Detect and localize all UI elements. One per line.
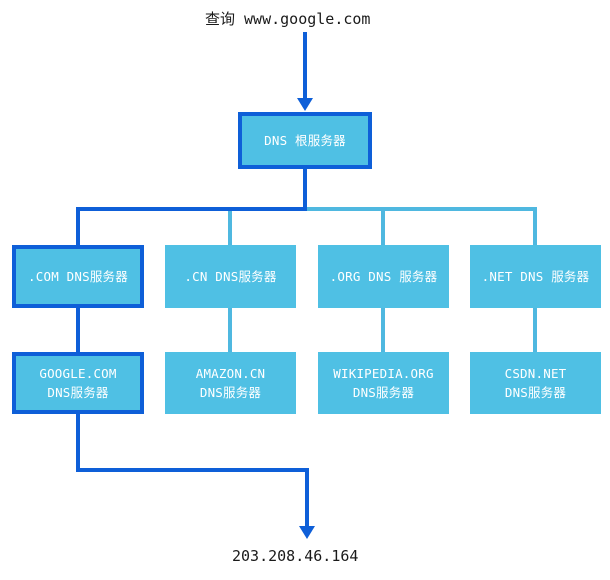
- node-label: .NET DNS 服务器: [481, 268, 590, 284]
- answer-path-down-left: [76, 414, 80, 472]
- drop-bus-to-org: [381, 207, 385, 247]
- query-arrow-head: [297, 98, 313, 111]
- result-ip-caption: 203.208.46.164: [232, 547, 359, 565]
- answer-arrow-head: [299, 526, 315, 539]
- drop-bus-to-com: [76, 207, 80, 247]
- node-label-line1: AMAZON.CN: [195, 365, 266, 381]
- node-auth-csdn-net[interactable]: CSDN.NET DNS服务器: [470, 352, 601, 414]
- node-tld-com[interactable]: .COM DNS服务器: [12, 245, 144, 308]
- root-stem: [303, 169, 307, 210]
- node-tld-net[interactable]: .NET DNS 服务器: [470, 245, 601, 308]
- node-label: .ORG DNS 服务器: [329, 268, 438, 284]
- node-label-line1: WIKIPEDIA.ORG: [333, 365, 434, 381]
- bus-light-right: [305, 207, 537, 211]
- link-com-to-google: [76, 308, 80, 354]
- node-auth-google-com[interactable]: GOOGLE.COM DNS服务器: [12, 352, 144, 414]
- link-net-to-csdn: [533, 308, 537, 354]
- node-label-line2: DNS服务器: [504, 385, 567, 400]
- node-label-line2: DNS服务器: [47, 385, 109, 400]
- drop-bus-to-cn: [228, 207, 232, 247]
- node-label-line1: GOOGLE.COM: [39, 365, 117, 381]
- node-label: .COM DNS服务器: [28, 268, 128, 284]
- node-label-line2: DNS服务器: [199, 385, 262, 400]
- query-arrow-shaft: [303, 32, 307, 100]
- node-label: DNS 根服务器: [264, 132, 346, 148]
- node-label-line2: DNS服务器: [352, 385, 415, 400]
- link-org-to-wikipedia: [381, 308, 385, 354]
- node-dns-root-server[interactable]: DNS 根服务器: [238, 112, 372, 169]
- node-tld-cn[interactable]: .CN DNS服务器: [165, 245, 296, 308]
- query-caption: 查询 www.google.com: [205, 10, 371, 28]
- node-tld-org[interactable]: .ORG DNS 服务器: [318, 245, 449, 308]
- answer-path-down-right: [305, 468, 309, 530]
- link-cn-to-amazon: [228, 308, 232, 354]
- node-auth-amazon-cn[interactable]: AMAZON.CN DNS服务器: [165, 352, 296, 414]
- node-label: .CN DNS服务器: [184, 268, 277, 284]
- drop-bus-to-net: [533, 207, 537, 247]
- node-auth-wikipedia-org[interactable]: WIKIPEDIA.ORG DNS服务器: [318, 352, 449, 414]
- node-label-line1: CSDN.NET: [504, 365, 567, 381]
- answer-path-horizontal: [76, 468, 309, 472]
- bus-dark-left: [76, 207, 307, 211]
